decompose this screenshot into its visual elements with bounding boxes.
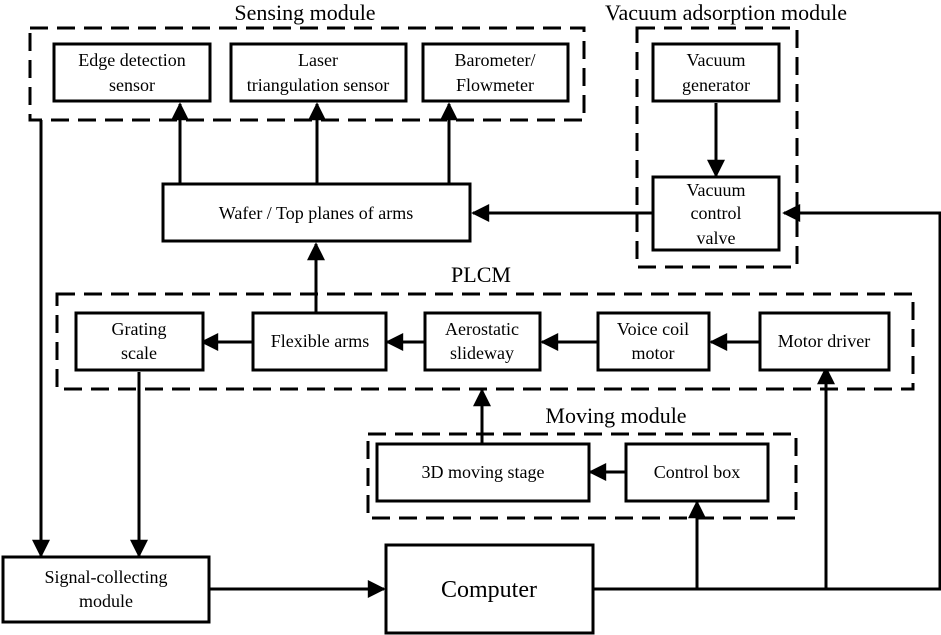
svg-text:Computer: Computer (441, 577, 537, 603)
svg-text:Wafer / Top planes of arms: Wafer / Top planes of arms (219, 203, 413, 223)
vacuum-module-group (635, 26, 799, 269)
svg-text:slideway: slideway (450, 343, 514, 363)
block-aerostatic-slideway: Aerostatic slideway (423, 311, 542, 372)
vacuum-module-title: Vacuum adsorption module (605, 0, 847, 25)
svg-text:module: module (79, 591, 133, 611)
svg-text:3D moving stage: 3D moving stage (422, 462, 545, 482)
block-3d-moving-stage: 3D moving stage (375, 442, 591, 503)
svg-text:control: control (691, 203, 742, 223)
block-edge-detection-sensor: Edge detection sensor (52, 42, 212, 103)
svg-text:Laser: Laser (298, 50, 338, 70)
svg-text:Vacuum: Vacuum (687, 180, 746, 200)
moving-module-title: Moving module (545, 403, 686, 428)
svg-text:Signal-collecting: Signal-collecting (45, 567, 168, 587)
svg-text:sensor: sensor (109, 75, 155, 95)
svg-text:Flexible arms: Flexible arms (271, 331, 369, 351)
block-signal-collecting-module: Signal-collecting module (1, 555, 211, 624)
svg-text:triangulation sensor: triangulation sensor (247, 75, 389, 95)
connectors (32, 102, 941, 598)
svg-text:Aerostatic: Aerostatic (445, 319, 519, 339)
block-motor-driver: Motor driver (758, 311, 891, 372)
svg-text:Edge detection: Edge detection (78, 50, 185, 70)
block-wafer-top-planes: Wafer / Top planes of arms (161, 182, 472, 243)
svg-text:Voice coil: Voice coil (617, 319, 689, 339)
svg-text:Control box: Control box (654, 462, 741, 482)
plcm-title: PLCM (451, 262, 511, 287)
svg-text:valve: valve (697, 228, 736, 248)
svg-text:Motor driver: Motor driver (778, 331, 870, 351)
svg-text:generator: generator (682, 75, 750, 95)
sensing-module-title: Sensing module (234, 0, 375, 25)
computer-output-bus (594, 211, 941, 591)
svg-text:Vacuum: Vacuum (687, 50, 746, 70)
block-voice-coil-motor: Voice coil motor (596, 311, 711, 372)
block-control-box: Control box (624, 442, 770, 503)
moving-module-group (366, 432, 798, 520)
svg-text:motor: motor (632, 343, 675, 363)
svg-text:Barometer/: Barometer/ (455, 50, 536, 70)
block-barometer-flowmeter: Barometer/ Flowmeter (421, 42, 570, 103)
block-computer: Computer (384, 543, 595, 635)
block-vacuum-control-valve: Vacuum control valve (651, 175, 781, 252)
block-laser-triangulation-sensor: Laser triangulation sensor (229, 42, 408, 103)
svg-text:scale: scale (121, 343, 157, 363)
block-vacuum-generator: Vacuum generator (651, 42, 781, 103)
svg-text:Flowmeter: Flowmeter (456, 75, 534, 95)
sensing-module-group (28, 26, 586, 122)
svg-text:Grating: Grating (112, 319, 167, 339)
block-grating-scale: Grating scale (74, 311, 205, 372)
block-flexible-arms: Flexible arms (251, 311, 388, 372)
